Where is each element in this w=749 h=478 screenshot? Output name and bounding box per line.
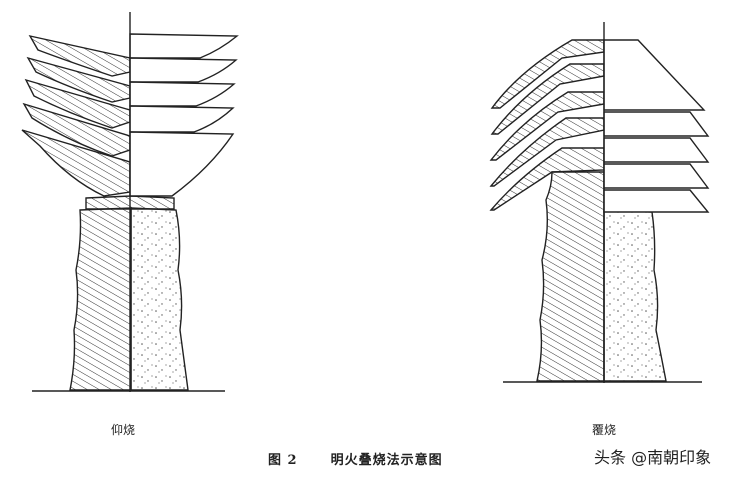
inverted-firing-stack (489, 22, 710, 383)
caption-title: 明火叠烧法示意图 (330, 453, 443, 468)
right-bowls-exterior (603, 39, 710, 213)
right-support-column-outer (603, 209, 667, 382)
left-bowls-section (21, 34, 131, 197)
upright-firing-stack (21, 12, 239, 392)
right-bowls-section (489, 39, 605, 211)
left-bowls-exterior (129, 33, 239, 197)
caption-number: 图 2 (268, 453, 298, 468)
right-support-column-section (536, 171, 605, 382)
figure-caption: 图 2 明火叠烧法示意图 (268, 449, 443, 468)
left-support-column-section (69, 207, 132, 391)
right-figure-label: 覆烧 (592, 423, 617, 437)
left-support-column-outer (130, 207, 189, 391)
watermark-text: 头条 @南朝印象 (594, 448, 712, 467)
left-figure-label: 仰烧 (111, 423, 136, 437)
